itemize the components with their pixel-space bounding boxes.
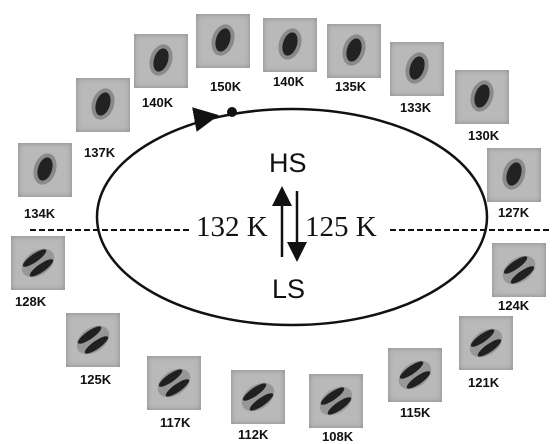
snapshot-image-140k (263, 18, 317, 72)
snapshot-image-121k (459, 316, 513, 370)
snapshot-image-140k (134, 34, 188, 88)
snapshot-temperature-label: 127K (498, 205, 530, 220)
snapshot-image-130k (455, 70, 509, 124)
snapshot-image-127k (487, 148, 541, 202)
snapshot-temperature-label: 108K (322, 429, 354, 444)
snapshot-temperature-label: 128K (15, 294, 47, 309)
snapshot-temperature-label: 140K (273, 74, 305, 89)
snapshot-image-115k (388, 348, 442, 402)
snapshot-image-128k (11, 236, 65, 290)
snapshot-temperature-label: 150K (210, 79, 242, 94)
snapshot-temperature-label: 140K (142, 95, 174, 110)
snapshot-temperature-label: 133K (400, 100, 432, 115)
cycle-ellipse (95, 107, 489, 327)
snapshot-temperature-label: 135K (335, 79, 367, 94)
snapshot-image-108k (309, 374, 363, 428)
low-spin-label: LS (272, 274, 306, 304)
cooling-transition-temperature: 125 K (305, 211, 377, 243)
snapshot-image-124k (492, 243, 546, 297)
snapshot-image-137k (76, 78, 130, 132)
snapshot-image-150k (196, 14, 250, 68)
snapshot-temperature-label: 130K (468, 128, 500, 143)
snapshot-image-133k (390, 42, 444, 96)
snapshot-image-112k (231, 370, 285, 424)
snapshot-temperature-label: 137K (84, 145, 116, 160)
snapshot-temperature-label: 125K (80, 372, 112, 387)
snapshot-temperature-label: 117K (160, 415, 191, 430)
heating-transition-temperature: 132 K (196, 211, 268, 243)
cycle-start-dot (227, 107, 237, 117)
cycle-direction-arrow (192, 107, 219, 132)
snapshot-temperature-label: 124K (498, 298, 530, 313)
snapshot-temperature-label: 112K (238, 427, 269, 442)
snapshot-image-125k (66, 313, 120, 367)
snapshot-image-117k (147, 356, 201, 410)
snapshot-image-134k (18, 143, 72, 197)
high-spin-label: HS (269, 148, 307, 178)
snapshot-temperature-label: 115K (400, 405, 431, 420)
snapshot-temperature-label: 121K (468, 375, 500, 390)
snapshot-image-135k (327, 24, 381, 78)
snapshot-temperature-label: 134K (24, 206, 56, 221)
